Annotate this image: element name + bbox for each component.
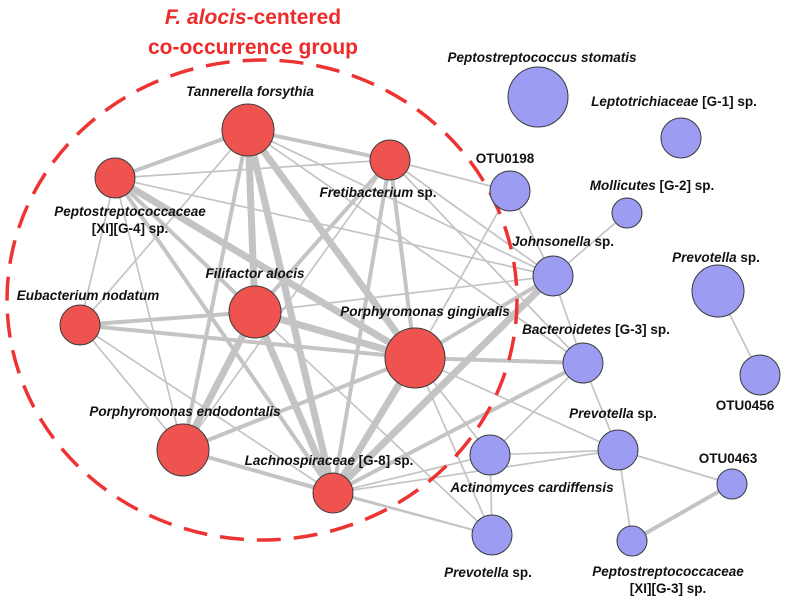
label-eubacterium: Eubacterium nodatum — [17, 288, 160, 303]
node-layer — [59, 66, 781, 557]
label-peptostrep_xi_g3: Peptostreptococcaceae[XI][G-3] sp. — [592, 564, 744, 596]
title-line-1: F. alocis-centered — [165, 6, 341, 29]
node-otu0456[interactable] — [739, 354, 781, 396]
edge-peptostrep_xi_g4-gingivalis — [111, 174, 419, 362]
node-leptotrich[interactable] — [660, 117, 702, 159]
label-prevotella_m: Prevotella sp. — [569, 406, 657, 421]
edge-eubacterium-gingivalis — [78, 323, 417, 360]
node-prevotella_r[interactable] — [691, 264, 745, 318]
edge-lachno-bacteroidetes — [331, 361, 585, 495]
label-otu0198: OTU0198 — [476, 151, 535, 166]
edge-tannerella-filifactor — [244, 126, 259, 316]
node-actinomyces[interactable] — [469, 434, 511, 476]
edge-otu0463-peptostrep_xi_g3 — [630, 482, 734, 543]
edge-filifactor-johnsonella — [254, 275, 554, 313]
edge-lachno-actinomyces — [332, 454, 491, 494]
node-tannerella[interactable] — [221, 103, 275, 157]
edge-peptostrep_xi_g4-endodontalis — [114, 177, 184, 451]
label-prevotella_b: Prevotella sp. — [444, 565, 532, 580]
node-otu0198[interactable] — [489, 170, 531, 212]
edge-eubacterium-endodontalis — [79, 324, 184, 451]
label-fretibacterium: Fretibacterium sp. — [319, 185, 436, 200]
edge-fretibacterium-filifactor — [253, 158, 392, 314]
title-line-2: co-occurrence group — [148, 36, 358, 59]
label-actinomyces: Actinomyces cardiffensis — [449, 480, 614, 495]
node-mollicutes[interactable] — [611, 197, 643, 229]
node-johnsonella[interactable] — [532, 255, 574, 297]
edge-lachno-prevotella_b — [332, 492, 493, 536]
label-mollicutes: Mollicutes [G-2] sp. — [590, 178, 715, 193]
node-eubacterium[interactable] — [59, 304, 101, 346]
edge-fretibacterium-lachno — [331, 158, 392, 495]
edge-fretibacterium-bacteroidetes — [389, 159, 584, 364]
label-stomatis: Peptostreptococcus stomatis — [447, 50, 637, 65]
edge-peptostrep_xi_g4-fretibacterium — [114, 159, 391, 179]
node-otu0463[interactable] — [716, 468, 748, 500]
edge-tannerella-johnsonella — [247, 129, 554, 277]
edge-eubacterium-lachno — [79, 324, 334, 494]
edge-fretibacterium-endodontalis — [182, 159, 391, 451]
edge-tannerella-lachno — [244, 126, 337, 497]
node-prevotella_m[interactable] — [597, 429, 639, 471]
label-tannerella: Tannerella forsythia — [186, 84, 314, 99]
label-otu0463: OTU0463 — [699, 451, 758, 466]
label-leptotrich: Leptotrichiaceae [G-1] sp. — [591, 94, 757, 109]
co-occurrence-group-outline — [5, 58, 519, 542]
edge-fretibacterium-otu0198 — [389, 159, 511, 192]
edge-peptostrep_xi_g4-filifactor — [113, 176, 257, 314]
label-gingivalis: Porphyromonas gingivalis — [340, 304, 510, 319]
label-johnsonella: Johnsonella sp. — [512, 234, 614, 249]
edge-peptostrep_xi_g4-eubacterium — [79, 177, 116, 326]
label-lachno: Lachnospiraceae [G-8] sp. — [245, 453, 414, 468]
edge-prevotella_m-actinomyces — [489, 449, 619, 456]
edge-fretibacterium-johnsonella — [389, 159, 554, 277]
edge-gingivalis-prevotella_m — [414, 357, 619, 451]
edge-bacteroidetes-actinomyces — [489, 362, 584, 456]
label-bacteroidetes: Bacteroidetes [G-3] sp. — [522, 322, 670, 337]
label-otu0456: OTU0456 — [716, 398, 775, 413]
node-filifactor[interactable] — [228, 285, 282, 339]
edge-gingivalis-endodontalis — [181, 356, 417, 452]
node-lachno[interactable] — [312, 472, 354, 514]
edge-peptostrep_xi_g4-johnsonella — [114, 177, 554, 277]
node-prevotella_b[interactable] — [471, 514, 513, 556]
label-prevotella_r: Prevotella sp. — [672, 250, 760, 265]
node-endodontalis[interactable] — [156, 423, 210, 477]
edge-filifactor-eubacterium — [78, 310, 257, 327]
node-peptostrep_xi_g4[interactable] — [94, 157, 136, 199]
node-bacteroidetes[interactable] — [562, 342, 604, 384]
edge-gingivalis-prevotella_b — [414, 357, 493, 536]
edge-peptostrep_xi_g4-lachno — [113, 176, 335, 495]
node-gingivalis[interactable] — [384, 327, 446, 389]
node-fretibacterium[interactable] — [369, 139, 411, 181]
label-peptostrep_xi_g4: Peptostreptococcaceae[XI][G-4] sp. — [54, 204, 206, 236]
edge-otu0198-gingivalis — [414, 190, 511, 359]
edge-tannerella-bacteroidetes — [247, 129, 584, 364]
node-peptostrep_xi_g3[interactable] — [616, 525, 648, 557]
edge-tannerella-endodontalis — [181, 128, 250, 452]
label-endodontalis: Porphyromonas endodontalis — [89, 404, 281, 419]
edge-fretibacterium-gingivalis — [388, 158, 417, 360]
label-layer: Tannerella forsythiaPeptostreptococcacea… — [17, 50, 775, 596]
edge-lachno-prevotella_m — [332, 449, 619, 494]
node-stomatis[interactable] — [507, 66, 569, 128]
label-filifactor: Filifactor alocis — [205, 266, 305, 281]
